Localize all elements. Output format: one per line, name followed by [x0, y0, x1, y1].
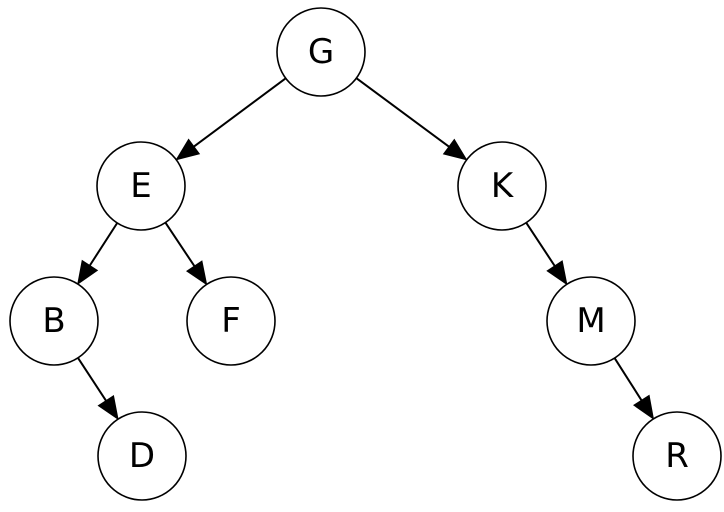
node-circle: [457, 141, 547, 231]
node-circle: [97, 411, 187, 501]
edge-G-K: [355, 77, 468, 161]
node-B: B: [9, 276, 99, 366]
node-label: M: [576, 301, 605, 341]
edge-line: [355, 77, 450, 148]
arrowhead: [186, 260, 208, 286]
node-circle: [186, 276, 276, 366]
arrowhead: [633, 394, 655, 421]
node-D: D: [97, 411, 187, 501]
arrowhead: [175, 138, 201, 161]
edge-B-D: [77, 357, 119, 421]
node-K: K: [457, 141, 547, 231]
node-circle: [546, 276, 636, 366]
arrowhead: [77, 259, 99, 286]
node-label: R: [665, 436, 689, 476]
edge-line: [77, 357, 107, 402]
nodes-layer: G E K B F M D R: [9, 7, 722, 501]
node-E: E: [96, 141, 186, 231]
edge-K-M: [525, 222, 568, 286]
edge-E-B: [77, 222, 119, 286]
edge-line: [193, 77, 287, 148]
arrowhead: [546, 260, 568, 286]
edge-line: [88, 222, 119, 267]
edges-layer: [77, 77, 655, 421]
edge-E-F: [164, 222, 208, 286]
node-M: M: [546, 276, 636, 366]
node-G: G: [276, 7, 366, 97]
node-label: E: [130, 166, 151, 206]
node-label: D: [129, 436, 155, 476]
edge-G-E: [175, 77, 287, 161]
node-circle: [276, 7, 366, 97]
edge-line: [613, 357, 643, 401]
edge-line: [525, 222, 556, 267]
node-circle: [9, 276, 99, 366]
node-F: F: [186, 276, 276, 366]
node-circle: [96, 141, 186, 231]
node-label: G: [308, 32, 334, 72]
node-R: R: [632, 411, 722, 501]
arrowhead: [97, 394, 119, 421]
edge-line: [164, 222, 196, 267]
node-label: K: [491, 166, 515, 206]
arrowhead: [442, 138, 468, 161]
node-circle: [632, 411, 722, 501]
node-label: F: [221, 301, 241, 341]
edge-M-R: [613, 357, 655, 421]
node-label: B: [42, 301, 65, 341]
